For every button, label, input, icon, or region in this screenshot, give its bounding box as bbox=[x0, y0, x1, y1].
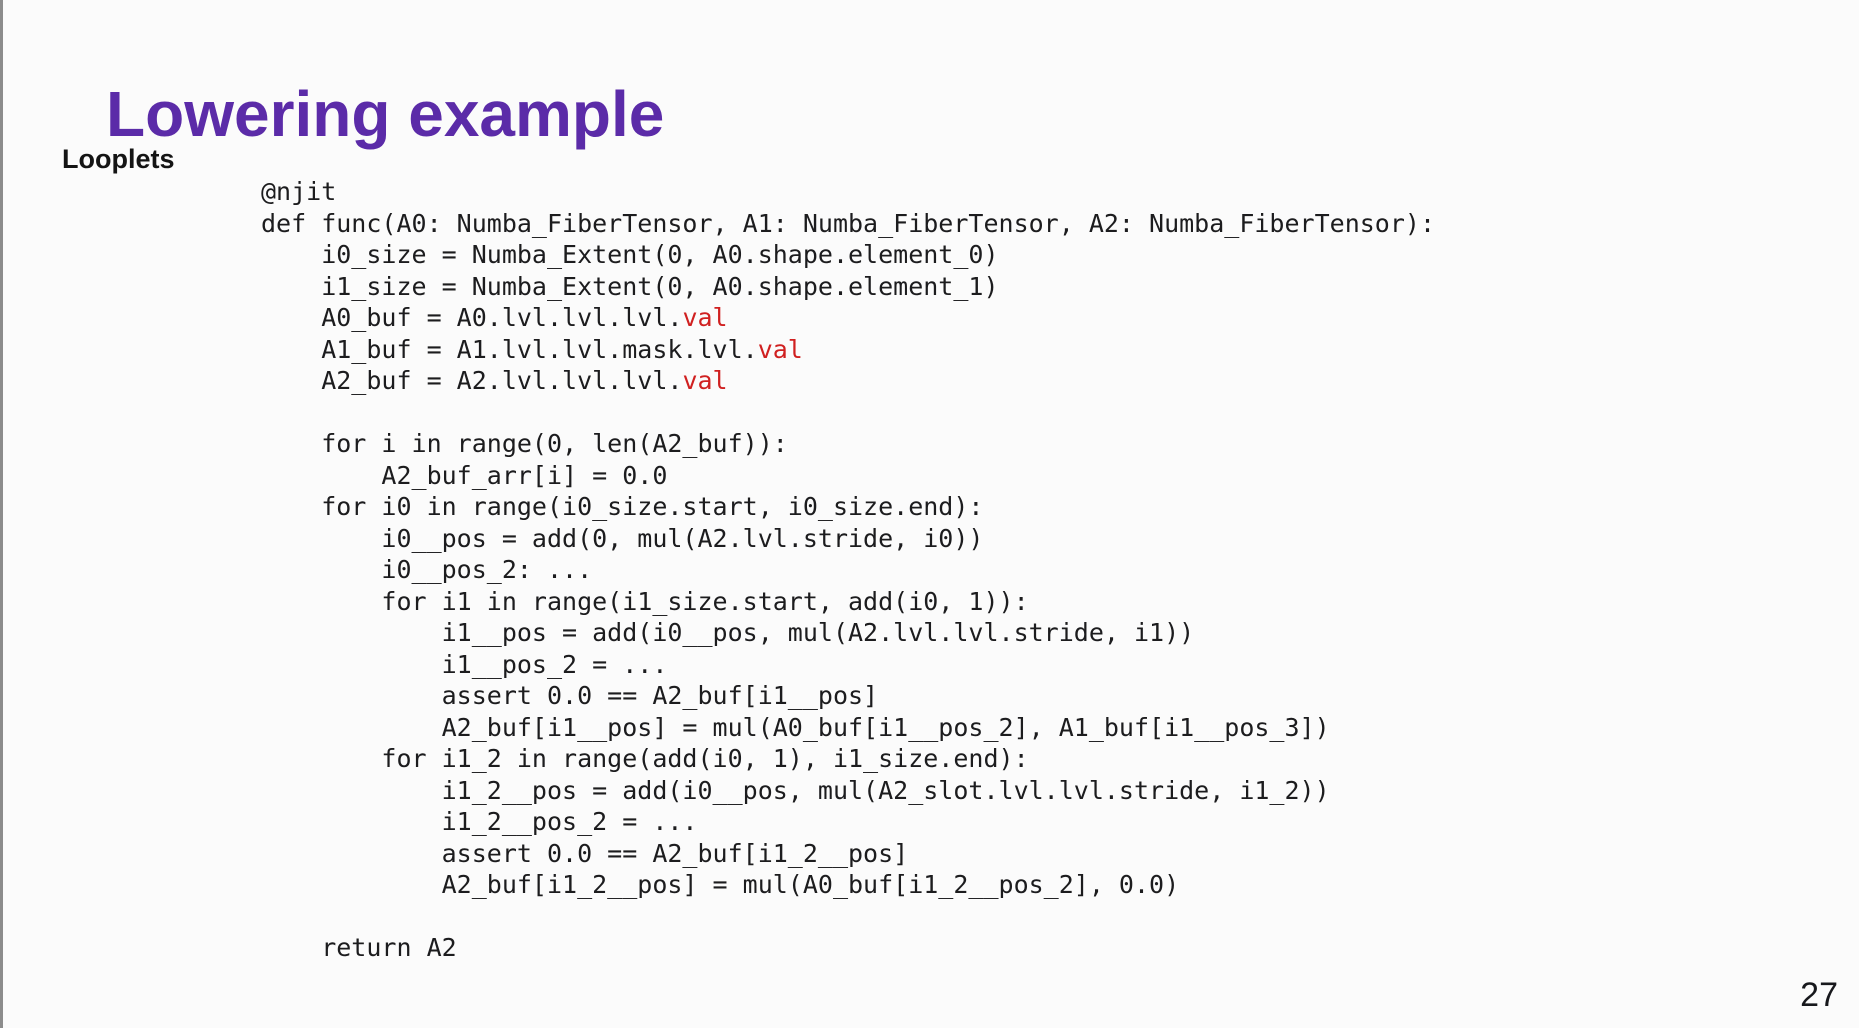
code-text: i0__pos = add(0, mul(A2.lvl.stride, i0)) bbox=[261, 523, 984, 553]
code-line bbox=[261, 397, 1435, 429]
page-number: 27 bbox=[1800, 976, 1838, 1014]
code-text: i0__pos_2: ... bbox=[261, 555, 593, 584]
code-text: for i1_2 in range(add(i0, 1), i1_size.en… bbox=[261, 744, 1029, 773]
code-line: A2_buf[i1__pos] = mul(A0_buf[i1__pos_2],… bbox=[261, 712, 1435, 744]
code-line: i0__pos_2: ... bbox=[261, 554, 1435, 586]
code-text: for i1 in range(i1_size.start, add(i0, 1… bbox=[261, 586, 1029, 616]
code-text: return A2 bbox=[261, 933, 457, 962]
code-text: for i in range(0, len(A2_buf)): bbox=[261, 429, 788, 458]
code-text: A2_buf = A2.lvl.lvl.lvl. bbox=[261, 366, 683, 395]
code-line: i1__pos = add(i0__pos, mul(A2.lvl.lvl.st… bbox=[261, 617, 1435, 649]
code-line: i1_size = Numba_Extent(0, A0.shape.eleme… bbox=[261, 271, 1435, 303]
code-line: for i in range(0, len(A2_buf)): bbox=[261, 428, 1435, 460]
code-highlight-token: val bbox=[757, 334, 803, 364]
code-text: A0_buf = A0.lvl.lvl.lvl. bbox=[261, 303, 683, 332]
code-line: return A2 bbox=[261, 932, 1435, 964]
code-text: for i0 in range(i0_size.start, i0_size.e… bbox=[261, 492, 984, 521]
code-text: i0_size = Numba_Extent(0, A0.shape.eleme… bbox=[261, 240, 999, 269]
code-line: i0_size = Numba_Extent(0, A0.shape.eleme… bbox=[261, 239, 1435, 271]
code-line: @njit bbox=[261, 176, 1435, 208]
code-text: A2_buf_arr[i] = 0.0 bbox=[261, 460, 668, 490]
code-text: i1_2__pos_2 = ... bbox=[261, 807, 698, 836]
code-text: assert 0.0 == A2_buf[i1_2__pos] bbox=[261, 838, 909, 868]
code-line: for i0 in range(i0_size.start, i0_size.e… bbox=[261, 491, 1435, 523]
code-text: assert 0.0 == A2_buf[i1__pos] bbox=[261, 681, 879, 710]
code-text: @njit bbox=[261, 177, 337, 206]
code-highlight-token: val bbox=[682, 366, 728, 395]
code-text: i1__pos_2 = ... bbox=[261, 649, 668, 679]
code-line: for i1 in range(i1_size.start, add(i0, 1… bbox=[261, 586, 1435, 618]
code-line: i1_2__pos = add(i0__pos, mul(A2_slot.lvl… bbox=[261, 775, 1435, 807]
code-line: def func(A0: Numba_FiberTensor, A1: Numb… bbox=[261, 208, 1435, 240]
code-line: A2_buf[i1_2__pos] = mul(A0_buf[i1_2__pos… bbox=[261, 869, 1435, 901]
code-line: assert 0.0 == A2_buf[i1_2__pos] bbox=[261, 838, 1435, 870]
code-text: i1__pos = add(i0__pos, mul(A2.lvl.lvl.st… bbox=[261, 618, 1195, 647]
code-text: def func(A0: Numba_FiberTensor, A1: Numb… bbox=[261, 208, 1435, 238]
code-text: i1_2__pos = add(i0__pos, mul(A2_slot.lvl… bbox=[261, 775, 1330, 805]
code-line: for i1_2 in range(add(i0, 1), i1_size.en… bbox=[261, 743, 1435, 775]
code-text: A1_buf = A1.lvl.lvl.mask.lvl. bbox=[261, 334, 758, 364]
code-text: i1_size = Numba_Extent(0, A0.shape.eleme… bbox=[261, 271, 999, 301]
code-highlight-token: val bbox=[682, 303, 728, 332]
code-line bbox=[261, 901, 1435, 933]
code-line: A0_buf = A0.lvl.lvl.lvl.val bbox=[261, 302, 1435, 334]
code-line: assert 0.0 == A2_buf[i1__pos] bbox=[261, 680, 1435, 712]
section-label-looplets: Looplets bbox=[62, 144, 175, 174]
code-line: i1_2__pos_2 = ... bbox=[261, 806, 1435, 838]
code-line: A1_buf = A1.lvl.lvl.mask.lvl.val bbox=[261, 334, 1435, 366]
code-text: A2_buf[i1__pos] = mul(A0_buf[i1__pos_2],… bbox=[261, 712, 1330, 742]
code-line: i0__pos = add(0, mul(A2.lvl.stride, i0)) bbox=[261, 523, 1435, 555]
code-line: A2_buf = A2.lvl.lvl.lvl.val bbox=[261, 365, 1435, 397]
code-line: i1__pos_2 = ... bbox=[261, 649, 1435, 681]
code-line: A2_buf_arr[i] = 0.0 bbox=[261, 460, 1435, 492]
slide-title: Lowering example bbox=[106, 77, 665, 150]
code-text: A2_buf[i1_2__pos] = mul(A0_buf[i1_2__pos… bbox=[261, 870, 1180, 899]
